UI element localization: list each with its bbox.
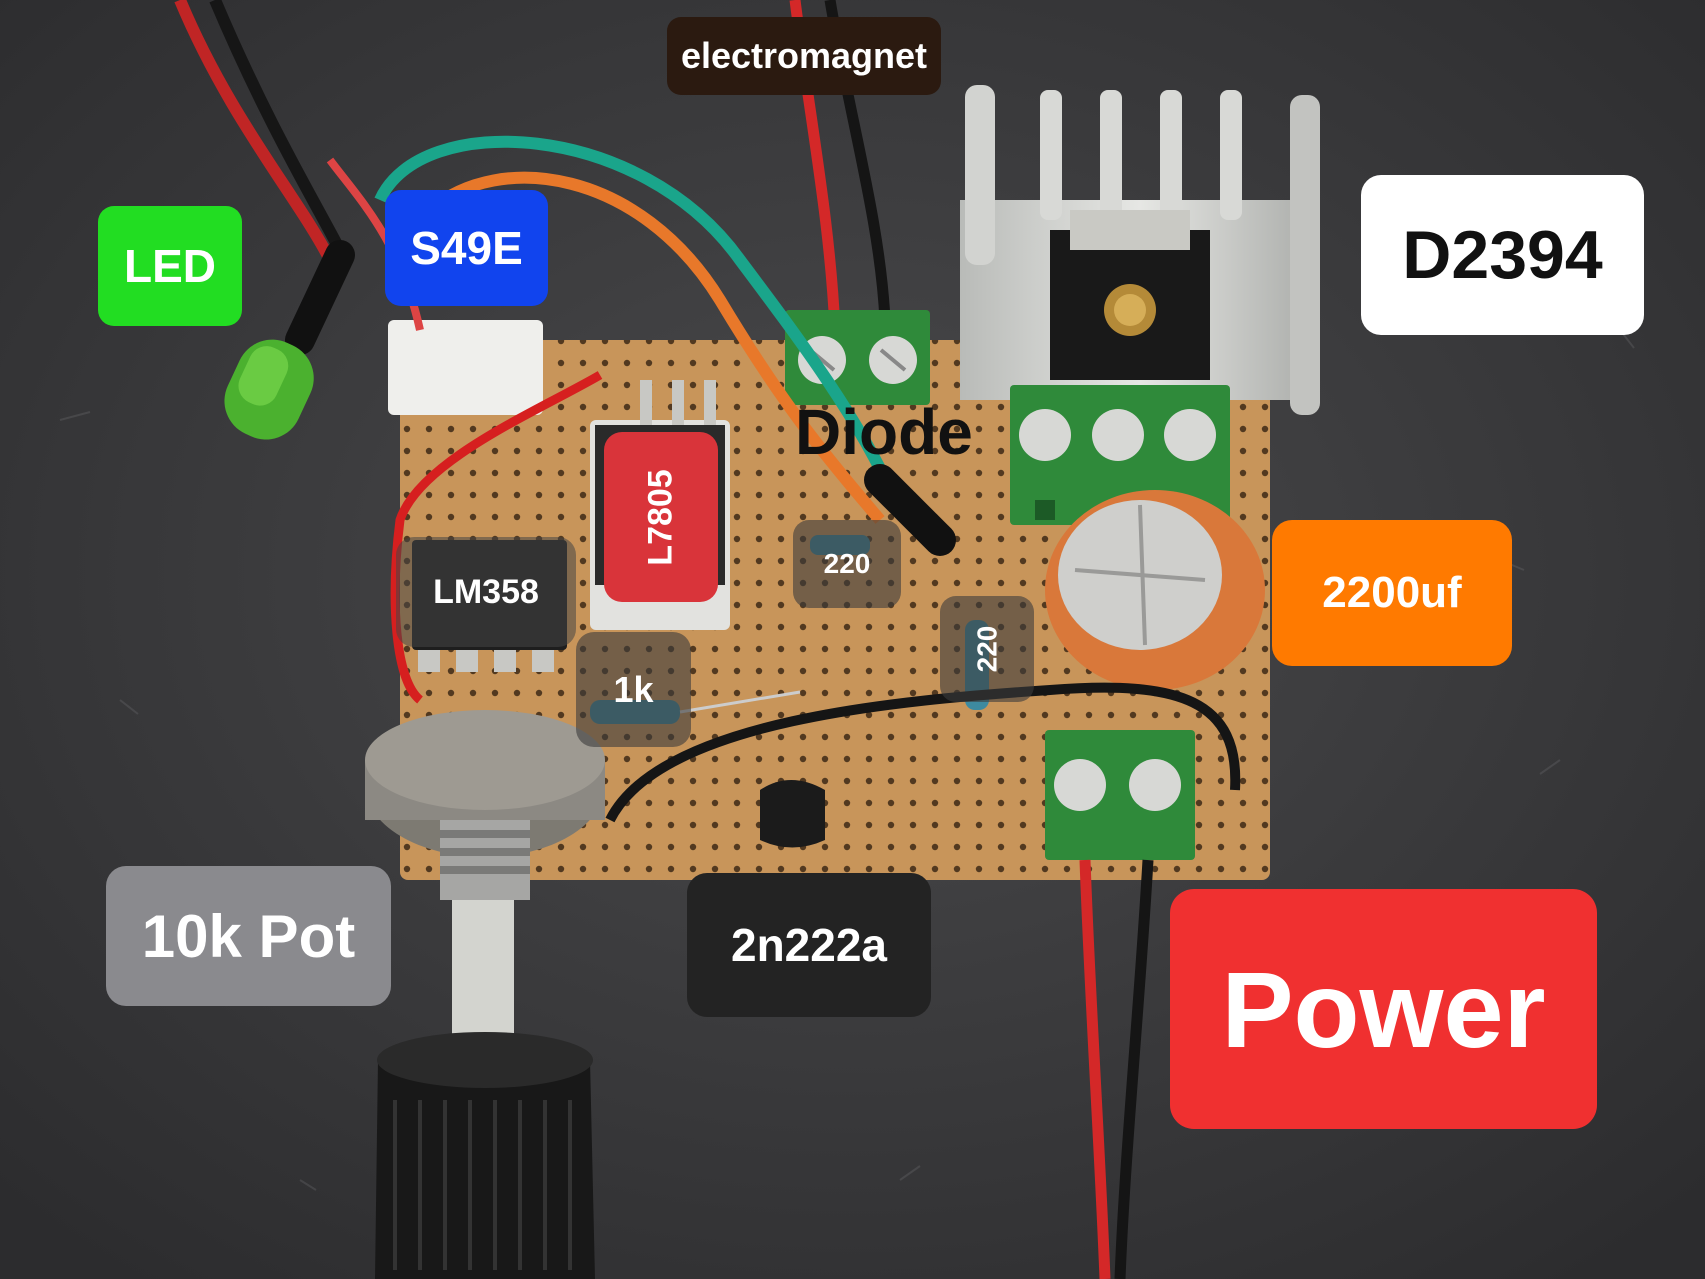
- potentiometer-label: 10k Pot: [106, 866, 391, 1006]
- led-component: [224, 339, 314, 440]
- sensor-wire-green: [374, 135, 901, 503]
- power-wire-red: [1079, 859, 1111, 1279]
- resistor-1k-label: 1k: [576, 632, 691, 747]
- resistor-220-diode-label: 220: [793, 520, 901, 608]
- jumper-wire-red: [390, 371, 603, 704]
- diode-label: Diode: [795, 396, 973, 468]
- terminal-block-power: [1045, 730, 1195, 860]
- capacitor-label: 2200uf: [1272, 520, 1512, 666]
- led-wire-sleeve: [285, 240, 355, 355]
- led-wire-red: [174, 0, 336, 263]
- power-wire-black: [1114, 859, 1154, 1279]
- diode-component: [864, 464, 956, 556]
- power-label: Power: [1170, 889, 1597, 1129]
- d2394-label: D2394: [1361, 175, 1644, 335]
- s49e-label: S49E: [385, 190, 548, 306]
- heatsink: [960, 85, 1320, 415]
- capacitor-component: [1045, 490, 1265, 690]
- led-wire-black: [209, 0, 351, 263]
- potentiometer-component: [365, 710, 605, 1279]
- l7805-label-text: L7805: [641, 468, 680, 566]
- led-label: LED: [98, 206, 242, 326]
- transistor-label: 2n222a: [687, 873, 931, 1017]
- electromagnet-label: electromagnet: [667, 17, 941, 95]
- terminal-block-3way: [1010, 385, 1230, 525]
- resistor-220-vertical-label: 220: [940, 596, 1034, 702]
- lm358-label: LM358: [396, 537, 576, 647]
- resistor-220-vertical-text: 220: [971, 625, 1002, 673]
- sensor-wire-orange: [426, 171, 885, 524]
- transistor-component: [760, 780, 825, 848]
- l7805-label: L7805: [604, 432, 718, 602]
- sensor-connector: [388, 320, 543, 415]
